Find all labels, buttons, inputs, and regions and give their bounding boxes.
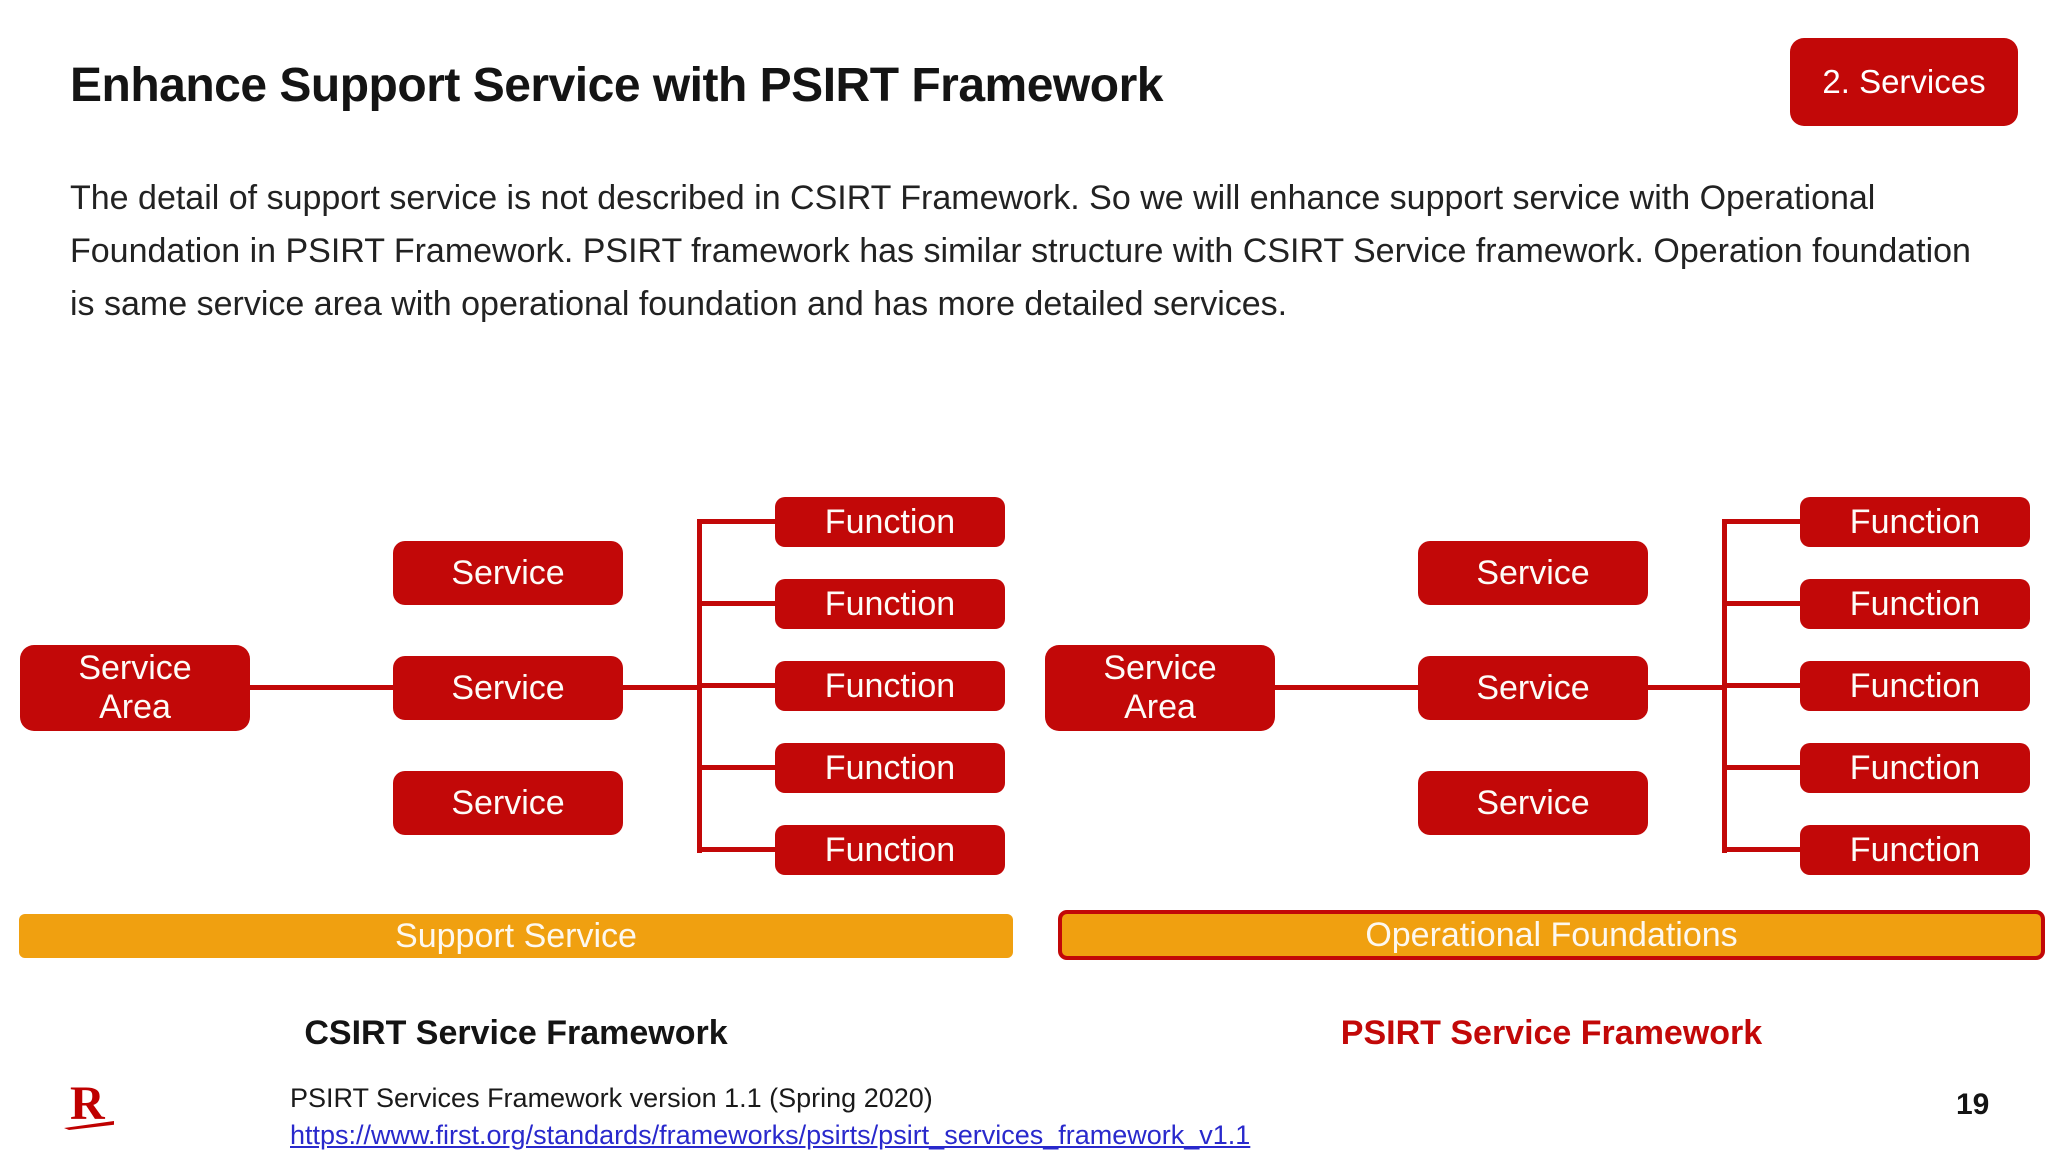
- service-box: Service: [1418, 656, 1648, 720]
- connector-line: [1725, 847, 1800, 852]
- service-box: Service: [1418, 771, 1648, 835]
- function-box: Function: [775, 579, 1005, 629]
- connector-line: [1722, 519, 1727, 853]
- service-box: Service: [393, 656, 623, 720]
- service-box: Service: [393, 541, 623, 605]
- csirt-framework-caption: CSIRT Service Framework: [304, 1014, 728, 1052]
- support-service-banner: Support Service: [19, 914, 1013, 958]
- operational-foundations-banner: Operational Foundations: [1058, 910, 2045, 960]
- rakuten-logo: R: [64, 1076, 124, 1136]
- service-area-box: Service Area: [1045, 645, 1275, 731]
- connector-line: [700, 601, 775, 606]
- connector-line: [1725, 683, 1800, 688]
- function-box: Function: [775, 661, 1005, 711]
- connector-line: [700, 519, 775, 524]
- rakuten-r-letter: R: [70, 1077, 105, 1130]
- function-box: Function: [1800, 825, 2030, 875]
- function-box: Function: [775, 497, 1005, 547]
- source-link[interactable]: https://www.first.org/standards/framewor…: [290, 1120, 1251, 1150]
- source-text: PSIRT Services Framework version 1.1 (Sp…: [290, 1083, 933, 1113]
- connector-line: [700, 683, 775, 688]
- connector-line: [1725, 765, 1800, 770]
- service-box: Service: [393, 771, 623, 835]
- connector-line: [700, 847, 775, 852]
- page-title: Enhance Support Service with PSIRT Frame…: [70, 59, 1163, 112]
- service-area-label: Service Area: [1103, 649, 1217, 726]
- connector-line: [1725, 519, 1800, 524]
- connector-line: [1275, 685, 1418, 690]
- function-box: Function: [775, 743, 1005, 793]
- function-box: Function: [1800, 661, 2030, 711]
- connector-line: [250, 685, 393, 690]
- function-box: Function: [1800, 579, 2030, 629]
- function-box: Function: [1800, 743, 2030, 793]
- connector-line: [1725, 601, 1800, 606]
- rakuten-swoosh-icon: [64, 1121, 114, 1130]
- page-number: 19: [1956, 1088, 1990, 1121]
- psirt-framework-caption: PSIRT Service Framework: [1340, 1014, 1763, 1052]
- connector-line: [697, 519, 702, 853]
- function-box: Function: [1800, 497, 2030, 547]
- service-box: Service: [1418, 541, 1648, 605]
- service-area-box: Service Area: [20, 645, 250, 731]
- connector-line: [623, 685, 702, 690]
- intro-paragraph: The detail of support service is not des…: [70, 179, 1971, 323]
- function-box: Function: [775, 825, 1005, 875]
- connector-line: [1648, 685, 1727, 690]
- service-area-label: Service Area: [78, 649, 192, 726]
- section-badge: 2. Services: [1790, 38, 2018, 126]
- connector-line: [700, 765, 775, 770]
